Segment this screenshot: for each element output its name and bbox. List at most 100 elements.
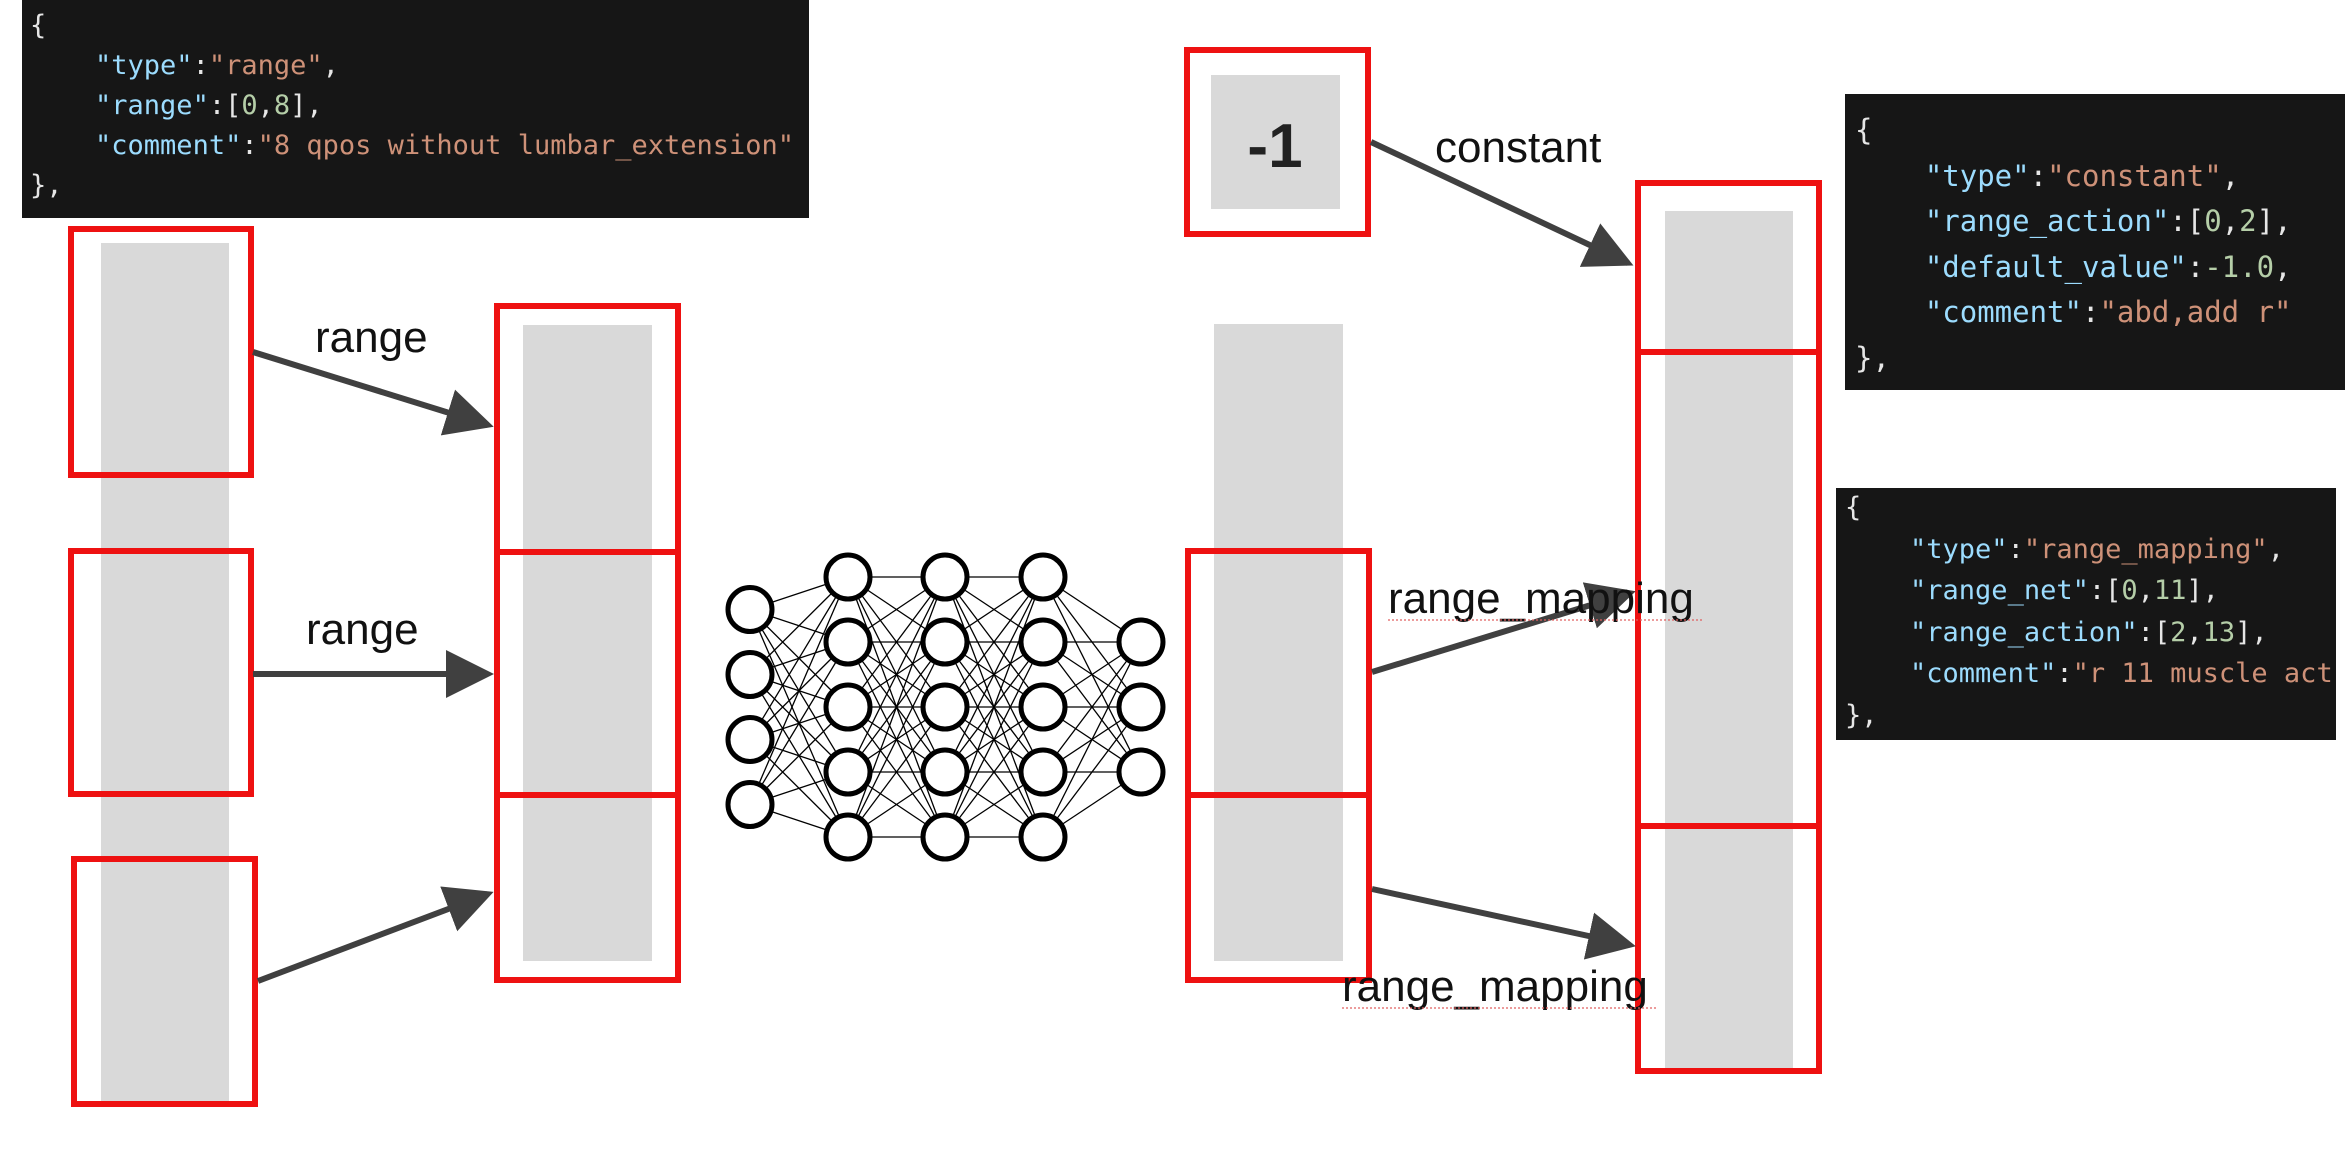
code-token	[30, 90, 95, 121]
arrow-constant	[1369, 139, 1634, 267]
code-line: {	[1855, 108, 2345, 154]
code-token: "range_net"	[1910, 575, 2089, 606]
code-token: :	[2007, 533, 2024, 565]
code-token: {	[1845, 492, 1862, 523]
code-token: ,	[322, 50, 339, 81]
constant-segment	[1184, 47, 1371, 237]
code-token: "range_mapping"	[2023, 533, 2268, 565]
code-block-range-mapping-config: { "type":"range_mapping", "range_net":[0…	[1836, 488, 2336, 740]
network-input-bar	[523, 325, 652, 961]
code-token: "range_action"	[1910, 616, 2138, 648]
code-token: :	[2081, 295, 2100, 329]
code-token: "8 qpos without lumbar_extension"	[257, 130, 795, 161]
label-range-middle: range	[306, 605, 419, 654]
code-token	[1845, 575, 1910, 606]
network-output-segment-2	[1185, 792, 1372, 983]
nn-node	[1116, 682, 1166, 732]
observation-vector-bar	[101, 243, 229, 1103]
code-token: ],	[2256, 204, 2292, 238]
nn-node	[1018, 682, 1068, 732]
code-token	[30, 50, 95, 81]
code-token: ],	[2235, 616, 2268, 648]
code-token	[1855, 295, 1925, 329]
nn-node	[1018, 617, 1068, 667]
code-token: "range_action"	[1924, 204, 2170, 238]
constant-value-box	[1211, 75, 1340, 209]
arrow-range-mapping-upper	[1371, 582, 1636, 675]
code-block-range-config: { "type":"range", "range":[0,8], "commen…	[22, 0, 809, 218]
code-line: {	[30, 6, 809, 46]
nn-connection	[944, 641, 1044, 838]
observation-segment-1	[68, 226, 254, 478]
code-token: ,	[257, 90, 274, 121]
code-token	[1845, 534, 1910, 565]
code-line: },	[1855, 336, 2345, 382]
code-token: ],	[2186, 575, 2219, 606]
code-token: 0	[2204, 204, 2222, 238]
code-token: :[	[2137, 616, 2171, 648]
nn-connection	[1042, 706, 1142, 838]
network-output-bar	[1214, 324, 1343, 961]
nn-connection	[749, 576, 849, 740]
nn-node	[1116, 747, 1166, 797]
nn-connection	[944, 706, 1044, 838]
label-range-mapping-lower: range_mapping	[1342, 962, 1648, 1011]
nn-connection	[944, 576, 1044, 838]
code-token: },	[1855, 340, 1890, 375]
nn-node	[1018, 552, 1068, 602]
code-token: "r 11 muscle act	[2072, 658, 2333, 689]
code-token: ,	[2137, 575, 2154, 606]
nn-connection	[749, 641, 849, 805]
code-token: :	[2056, 658, 2073, 689]
code-token: 11	[2153, 575, 2187, 606]
code-token: -1.0	[2204, 249, 2275, 284]
code-line: "range_action":[0,2],	[1855, 199, 2345, 245]
code-token: :[	[208, 90, 242, 121]
nn-connection	[1042, 641, 1142, 773]
code-token	[1855, 250, 1925, 284]
code-token: 0	[2121, 575, 2138, 606]
nn-node	[823, 812, 873, 862]
nn-node	[823, 682, 873, 732]
code-token: },	[1845, 699, 1878, 731]
label-range-top: range	[315, 313, 428, 362]
arrow-range-mapping-lower	[1371, 886, 1636, 960]
nn-connection	[944, 576, 1044, 773]
code-line: "comment":"8 qpos without lumbar_extensi…	[30, 126, 809, 166]
label-range-mapping-upper: range_mapping	[1388, 574, 1694, 623]
code-token	[30, 130, 95, 161]
nn-node	[823, 747, 873, 797]
nn-node	[920, 747, 970, 797]
observation-segment-2	[68, 548, 254, 797]
code-token: :	[2186, 249, 2205, 284]
code-line: "type":"range",	[30, 46, 809, 86]
nn-node	[1018, 747, 1068, 797]
nn-node	[725, 585, 775, 634]
segment-outlines	[68, 47, 1822, 1107]
code-block-constant-config: { "type":"constant", "range_action":[0,2…	[1845, 94, 2345, 390]
code-token: "comment"	[95, 130, 242, 161]
code-line: "type":"range_mapping",	[1845, 530, 2336, 572]
code-token: "range"	[95, 90, 209, 121]
nn-node	[823, 617, 873, 667]
code-token: ,	[2186, 616, 2203, 648]
code-token	[1845, 617, 1910, 648]
nn-node	[1018, 812, 1068, 862]
code-token	[1845, 658, 1910, 689]
code-line: "default_value":-1.0,	[1855, 245, 2345, 291]
arrow-range-bottom	[256, 886, 494, 984]
code-line: },	[30, 166, 809, 206]
code-line: "comment":"abd,add r"	[1855, 290, 2345, 336]
code-token: "type"	[95, 50, 193, 81]
code-token: "type"	[1910, 533, 2008, 565]
arrows	[252, 139, 1636, 984]
nn-node	[920, 552, 970, 602]
code-line: "range_action":[2,13],	[1845, 613, 2336, 655]
code-line: },	[1845, 696, 2336, 738]
code-token: 0	[241, 90, 258, 121]
code-token: "comment"	[1924, 295, 2082, 329]
code-token: :[	[2169, 204, 2205, 238]
code-token: {	[30, 10, 47, 41]
constant-value-text: -1	[1247, 112, 1302, 181]
code-token: ,	[2267, 533, 2284, 565]
